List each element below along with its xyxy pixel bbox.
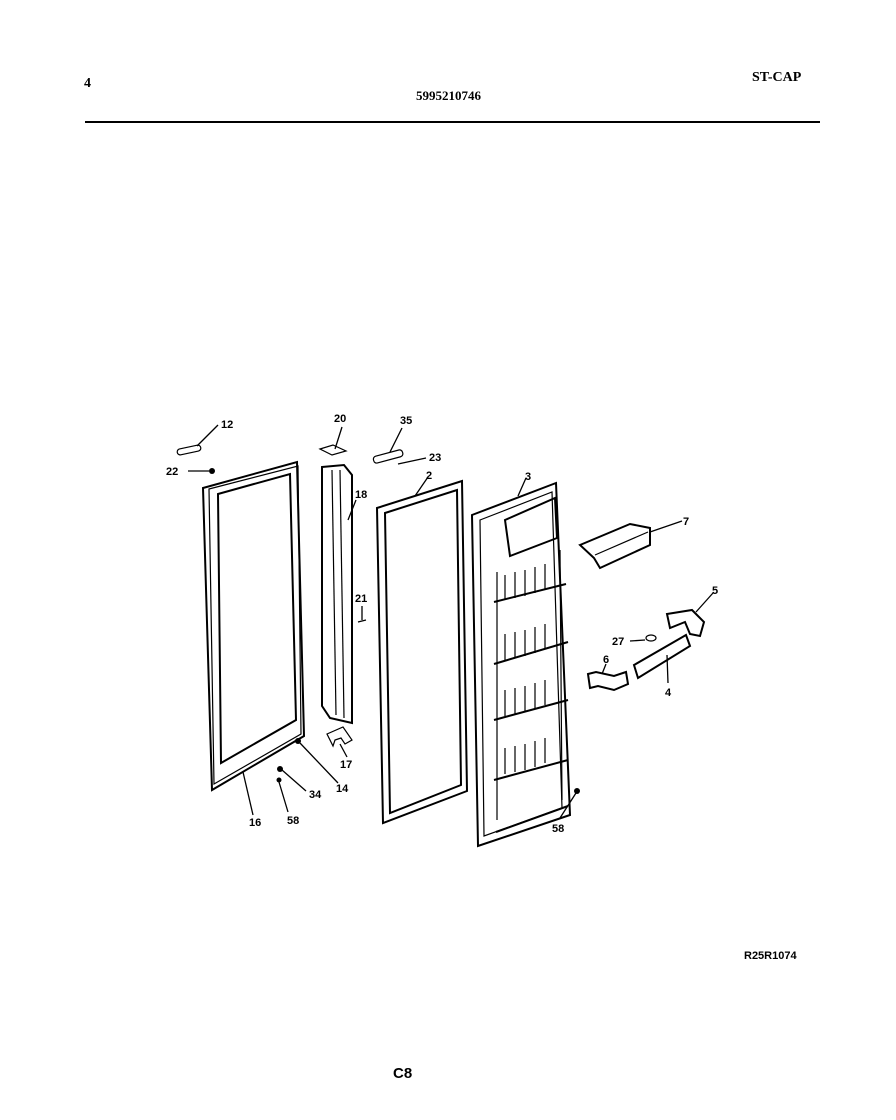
callout-6: 6	[603, 654, 609, 666]
part-21	[357, 606, 367, 623]
part-35	[372, 449, 404, 464]
callout-23: 23	[429, 452, 441, 464]
callout-58-right: 58	[552, 823, 564, 835]
part-16-door-frame	[201, 460, 306, 792]
part-20	[318, 444, 348, 456]
part-27	[645, 634, 657, 642]
page-number: 4	[84, 76, 91, 91]
callout-17: 17	[340, 759, 352, 771]
callout-7: 7	[683, 516, 689, 528]
callout-14: 14	[336, 783, 349, 795]
callout-21: 21	[355, 593, 367, 605]
part-2-gasket	[375, 476, 469, 825]
callout-4: 4	[665, 687, 672, 699]
callout-5: 5	[712, 585, 718, 597]
callout-3: 3	[525, 471, 531, 483]
page-code: C8	[393, 1065, 412, 1082]
part-4	[632, 633, 692, 680]
header-divider	[85, 121, 820, 123]
part-14	[295, 738, 301, 744]
callout-34: 34	[309, 789, 322, 801]
callout-35: 35	[400, 415, 412, 427]
part-number: 5995210746	[416, 88, 481, 103]
callout-16: 16	[249, 817, 261, 829]
part-17	[326, 726, 353, 748]
callout-18: 18	[355, 489, 367, 501]
part-6	[586, 670, 630, 692]
callout-12: 12	[221, 419, 233, 431]
callout-2: 2	[426, 470, 432, 482]
part-3-door-liner	[470, 477, 580, 848]
part-18-strip	[321, 463, 357, 725]
callout-58-left: 58	[287, 815, 299, 827]
part-34	[277, 766, 283, 772]
part-23	[397, 457, 427, 465]
part-58-left	[276, 777, 282, 783]
section-code: ST-CAP	[752, 70, 802, 85]
callout-22: 22	[166, 466, 178, 478]
part-12	[176, 424, 219, 456]
part-22	[209, 468, 215, 474]
callout-27: 27	[612, 636, 624, 648]
callout-20: 20	[334, 413, 346, 425]
part-5	[665, 608, 706, 638]
drawing-id: R25R1074	[744, 950, 797, 962]
part-7-shelf	[578, 520, 683, 570]
